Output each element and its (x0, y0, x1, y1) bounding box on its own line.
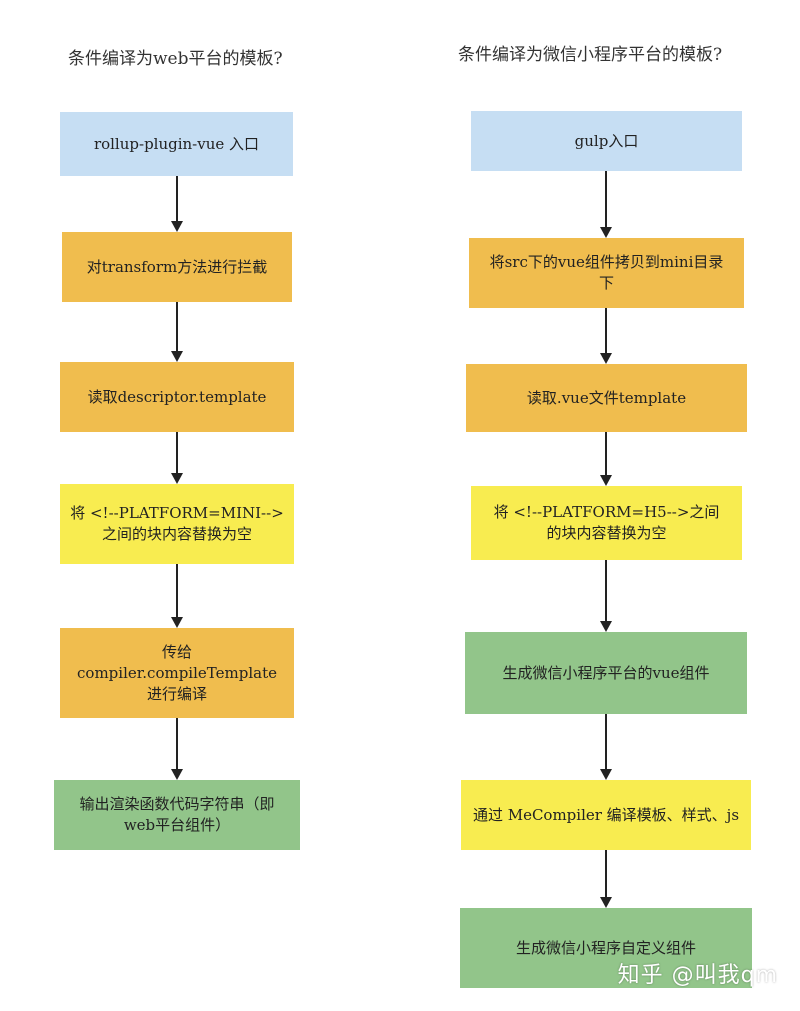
right-step-6-mecompiler: 通过 MeCompiler 编译模板、样式、js (461, 780, 751, 850)
right-step-7-custom-component: 生成微信小程序自定义组件 (460, 908, 752, 988)
left-arrow-2 (170, 302, 184, 362)
right-step-1-entry: gulp入口 (471, 111, 742, 171)
zhihu-watermark: 知乎 @叫我qm (617, 963, 778, 988)
right-arrow-5 (599, 714, 613, 780)
left-column-title: 条件编译为web平台的模板? (68, 49, 283, 69)
left-step-5-compile: 传给compiler.compileTemplate进行编译 (60, 628, 294, 718)
right-step-3-read-vue: 读取.vue文件template (466, 364, 747, 432)
left-arrow-4 (170, 564, 184, 628)
right-step-2-copy: 将src下的vue组件拷贝到mini目录下 (469, 238, 744, 308)
left-step-4-replace-mini: 将 <!--PLATFORM=MINI-->之间的块内容替换为空 (60, 484, 294, 564)
left-step-6-output: 输出渲染函数代码字符串（即web平台组件） (54, 780, 300, 850)
right-step-4-replace-h5: 将 <!--PLATFORM=H5-->之间的块内容替换为空 (471, 486, 742, 560)
left-arrow-1 (170, 176, 184, 232)
right-arrow-4 (599, 560, 613, 632)
left-step-3-read-template: 读取descriptor.template (60, 362, 294, 432)
right-arrow-2 (599, 308, 613, 364)
right-arrow-6 (599, 850, 613, 908)
left-step-1-entry: rollup-plugin-vue 入口 (60, 112, 293, 176)
right-arrow-3 (599, 432, 613, 486)
right-column-title: 条件编译为微信小程序平台的模板? (458, 45, 723, 65)
left-arrow-3 (170, 432, 184, 484)
left-step-2-intercept: 对transform方法进行拦截 (62, 232, 292, 302)
left-arrow-5 (170, 718, 184, 780)
right-arrow-1 (599, 171, 613, 238)
right-step-5-generate-vue: 生成微信小程序平台的vue组件 (465, 632, 747, 714)
